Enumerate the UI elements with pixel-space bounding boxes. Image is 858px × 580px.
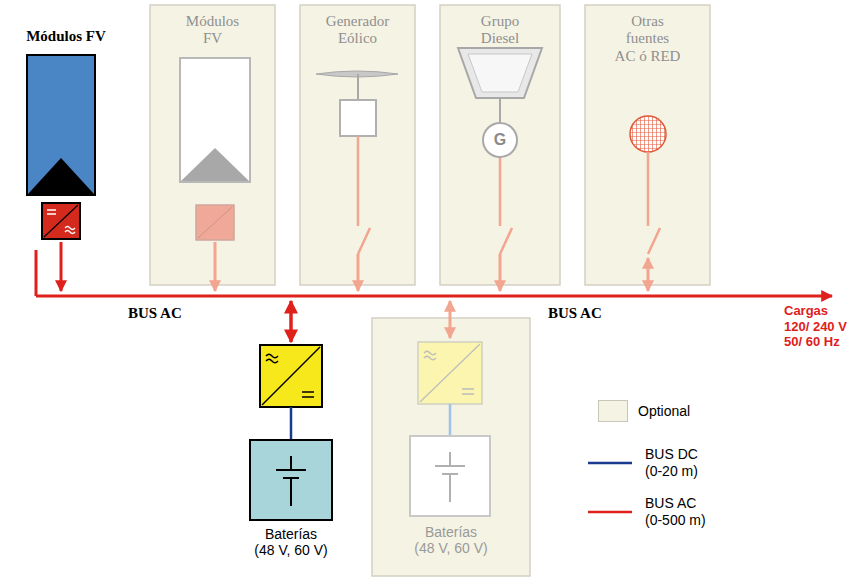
optional-panel [372,318,530,576]
grid-source [647,258,650,291]
wind-generator [316,71,398,291]
wind-generator [357,254,360,291]
legend-text: Optional [638,403,690,420]
optional-battery-branch [418,342,482,404]
pv-inverter [42,203,80,239]
battery-inverter [290,407,293,440]
battery-inverter [289,301,293,342]
diesel-generator [468,54,532,92]
grid-source [630,116,666,152]
optional-pv-module [181,148,249,181]
optional-pv-module [180,58,250,182]
optional-pv-module [214,242,217,291]
diesel-generator [499,158,502,226]
node-label: Otras fuentes AC ó RED [611,13,685,65]
generator-circle: G [482,122,518,158]
grid-source [630,116,666,291]
node-label: Generador Eólico [318,13,398,48]
wind-generator [357,136,360,226]
ac-bus [60,242,63,291]
legend-line-sample [588,462,632,465]
pv-module [27,55,95,195]
optional-battery-branch [410,436,490,516]
battery-inverter [262,347,320,405]
battery-inverter [260,301,322,440]
pv-inverter [65,227,75,234]
node-label: Grupo Diesel [463,13,537,48]
pv-module [28,158,94,194]
node-label: Módulos FV [7,28,125,45]
node-label: Baterías (48 V, 60 V) [236,526,346,558]
ac-bus [35,250,38,296]
grid-source [630,116,666,152]
ac-bus [36,242,832,296]
optional-battery-branch [449,301,452,338]
battery-bank [250,440,332,520]
pv-inverter [42,203,80,239]
bus-label: BUS AC [128,304,218,322]
diesel-generator [500,228,512,254]
battery-bank [250,440,332,520]
optional-source-panel: Otras fuentes AC ó RED [585,5,710,285]
node-label: Módulos FV [176,13,250,48]
optional-pv-module [198,207,232,238]
battery-bank [276,456,306,506]
wind-generator [357,74,359,100]
optional-pv-module [180,58,250,291]
legend-line-sample [588,463,632,512]
node-label: Baterías (48 V, 60 V) [396,524,506,556]
legend-entry: BUS AC (0-500 m) [645,495,717,529]
grid-source [647,152,650,226]
legend-swatch [598,400,628,422]
optional-battery-branch [435,452,465,502]
battery-inverter [266,354,278,363]
grid-source [648,228,660,254]
battery-inverter [260,345,322,407]
pv-inverter [44,205,78,237]
diesel-generator [458,48,542,291]
legend-text: BUS AC (0-500 m) [645,495,717,529]
optional-battery-panel: Baterías (48 V, 60 V) [372,318,530,576]
optional-panel [150,5,275,285]
optional-battery-branch [420,344,480,402]
diesel-generator [499,254,502,291]
pv-inverter [47,210,56,214]
diesel-generator [499,98,501,122]
pv-module-box: Módulos FV [5,28,127,198]
optional-battery-branch [462,389,474,394]
optional-battery-branch [424,351,436,360]
bus-label: BUS AC [548,304,638,322]
optional-panel [585,5,710,285]
legend-text: BUS DC (0-20 m) [645,446,717,480]
optional-battery-branch [449,404,452,436]
optional-source-panel: Módulos FV [150,5,275,285]
battery-box: Baterías (48 V, 60 V) [230,440,352,568]
legend-line-sample [588,511,632,514]
wind-generator [340,100,376,136]
diesel-generator [458,48,542,98]
legend-entry: Optional [598,400,690,422]
wind-generator [358,228,370,254]
generator-letter: G [494,131,506,149]
optional-source-panel: Grupo DieselG [440,5,560,285]
optional-panel [150,5,710,576]
pv-module [27,55,95,195]
optional-pv-module [196,205,234,240]
optional-source-panel: Generador Eólico [300,5,415,285]
ac-bus [36,295,832,298]
optional-panel [300,5,415,285]
optional-battery-branch [410,301,490,516]
legend-entry: BUS DC (0-20 m) [645,446,717,480]
load-label: Cargas 120/ 240 V 50/ 60 Hz [784,303,852,350]
battery-inverter [302,392,314,397]
optional-panel [440,5,560,285]
